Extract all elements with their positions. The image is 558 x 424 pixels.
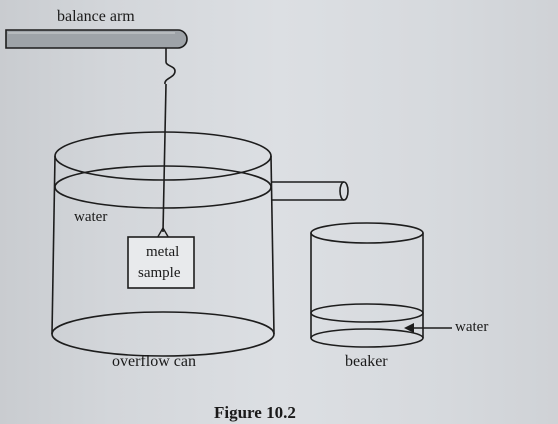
metal-label: metal [146, 244, 180, 260]
metal-sample-box [127, 236, 195, 289]
hook [164, 48, 176, 85]
sample-label: sample [138, 265, 181, 281]
overflow-can-label: overflow can [112, 353, 196, 370]
beaker-label: beaker [345, 353, 388, 370]
overflow-spout [271, 181, 349, 201]
balance-arm-label: balance arm [57, 8, 135, 25]
beaker [310, 222, 424, 348]
overflow-can [51, 131, 275, 357]
water-pointer-arrow [404, 323, 452, 333]
figure-caption: Figure 10.2 [214, 403, 296, 422]
can-water-label: water [74, 209, 108, 225]
string [162, 83, 167, 233]
beaker-water-label: water [455, 319, 489, 335]
balance-arm [5, 29, 188, 49]
